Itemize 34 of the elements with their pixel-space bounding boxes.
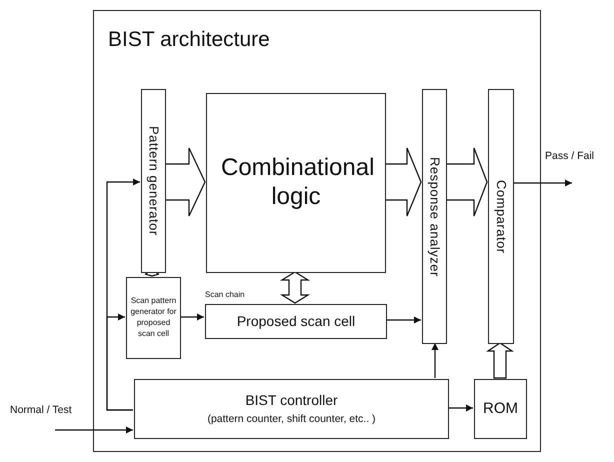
- arrow: [386, 316, 421, 324]
- block-arrow: [384, 147, 422, 217]
- block-label: ROM: [483, 400, 518, 418]
- block-arrow: [164, 147, 206, 217]
- arrow: [55, 426, 133, 434]
- input-label: Normal / Test: [10, 404, 72, 416]
- arrow: [448, 404, 473, 412]
- block-note: (pattern counter, shift counter, etc.. ): [207, 413, 376, 426]
- block-arrow: [280, 271, 310, 304]
- block-label: Pattern generator: [146, 126, 162, 236]
- process-block: [206, 93, 386, 273]
- frame-heading: BIST architecture: [108, 27, 270, 52]
- architecture-frame: [93, 10, 541, 452]
- block-label: Scan pattern generator for proposed scan cell: [130, 296, 178, 340]
- process-block: [474, 379, 527, 439]
- process-block: [141, 89, 166, 273]
- block-arrow: [486, 342, 514, 379]
- output-label: Pass / Fail: [545, 150, 594, 162]
- block-label: Combinational logic: [221, 154, 371, 212]
- arrow: [106, 314, 133, 411]
- arrow: [180, 314, 204, 320]
- block-label: BIST controller: [245, 392, 338, 410]
- process-block: [134, 379, 449, 439]
- block-label: Comparator: [493, 180, 509, 254]
- block-arrow: [445, 147, 488, 217]
- arrow: [513, 180, 572, 186]
- block-label: Proposed scan cell: [236, 313, 356, 330]
- process-block: [126, 277, 181, 359]
- arrow: [432, 343, 438, 378]
- process-block: [205, 304, 387, 339]
- block-label: Response analyzer: [426, 156, 442, 276]
- process-block: [422, 89, 447, 344]
- process-block: [488, 89, 514, 344]
- chain-label: Scan chain: [205, 290, 245, 299]
